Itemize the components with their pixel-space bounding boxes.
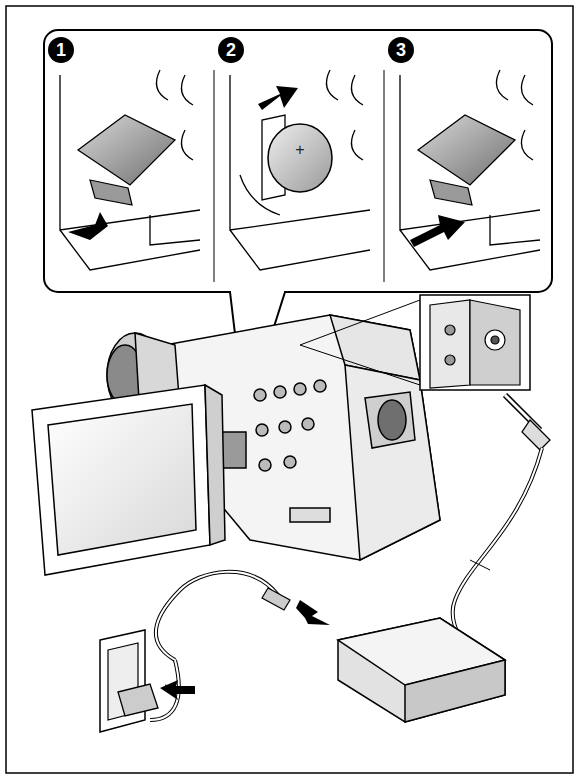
callout-number: 2 [218, 37, 244, 63]
callout-number: 1 [48, 37, 74, 63]
callout-number: 3 [388, 37, 414, 63]
polarity-mark: + [295, 142, 304, 158]
